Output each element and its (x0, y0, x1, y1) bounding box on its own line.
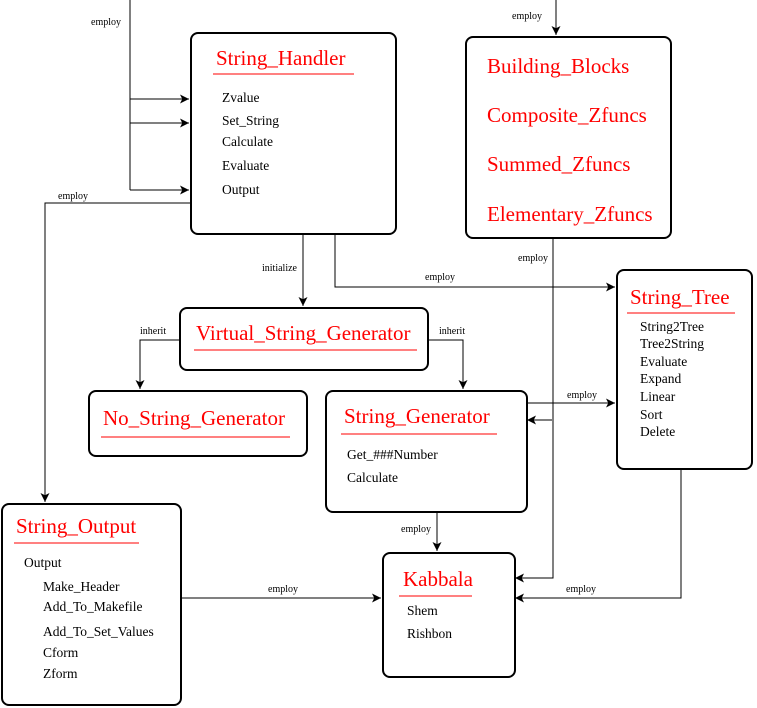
label-employ-tree-kabbala: employ (566, 584, 596, 595)
string-tree-method: Sort (640, 407, 663, 422)
string-tree-title: String_Tree (630, 285, 730, 309)
string-tree-method: String2Tree (640, 319, 704, 334)
string-handler-method: Calculate (222, 134, 273, 149)
edge-employ-output (40, 202, 191, 502)
edge-employ-tree (334, 235, 615, 292)
edge-inherit-left (135, 339, 180, 389)
string-handler-method: Set_String (222, 113, 279, 128)
building-blocks-item: Composite_Zfuncs (487, 103, 647, 127)
string-generator-method: Get_###Number (347, 447, 438, 462)
virtual-string-generator-title: Virtual_String_Generator (196, 321, 411, 345)
label-employ-generator-tree: employ (567, 390, 597, 401)
kabbala-title: Kabbala (403, 567, 474, 591)
box-virtual-string-generator: Virtual_String_Generator (179, 307, 429, 371)
edge-labels: employ employ employ initialize employ i… (58, 11, 597, 595)
label-employ-top-right: employ (512, 11, 542, 22)
string-output-method: Zform (43, 666, 78, 681)
string-output-method: Add_To_Makefile (43, 599, 143, 614)
string-tree-method: Expand (640, 371, 681, 386)
string-output-method: Output (24, 555, 62, 570)
string-generator-title: String_Generator (344, 404, 490, 428)
string-handler-method: Output (222, 182, 260, 197)
label-inherit-left: inherit (140, 326, 166, 337)
kabbala-method: Rishbon (407, 626, 452, 641)
no-string-generator-title: No_String_Generator (103, 406, 285, 430)
string-tree-method: Delete (640, 424, 675, 439)
label-employ-generator-kabbala: employ (401, 524, 431, 535)
box-string-tree: String_Tree String2Tree Tree2String Eval… (616, 269, 753, 470)
string-tree-method: Tree2String (640, 336, 704, 351)
label-inherit-right: inherit (439, 326, 465, 337)
string-tree-method: Evaluate (640, 354, 687, 369)
label-employ-top-left: employ (91, 17, 121, 28)
box-string-handler: String_Handler Zvalue Set_String Calcula… (190, 32, 397, 235)
string-output-method: Make_Header (43, 579, 120, 594)
edge-employ-tree-kabbala (515, 469, 682, 603)
string-generator-method: Calculate (347, 470, 398, 485)
string-handler-title: String_Handler (216, 46, 345, 70)
kabbala-method: Shem (407, 603, 438, 618)
box-string-generator: String_Generator Get_###Number Calculate (325, 390, 528, 513)
box-kabbala: Kabbala Shem Rishbon (382, 552, 516, 678)
label-employ-output: employ (58, 191, 88, 202)
edges (40, 0, 682, 603)
string-handler-method: Zvalue (222, 90, 259, 105)
building-blocks-item: Summed_Zfuncs (487, 152, 630, 176)
string-output-title: String_Output (16, 514, 136, 538)
building-blocks-item: Building_Blocks (487, 54, 629, 78)
string-tree-method: Linear (640, 389, 676, 404)
string-handler-method: Evaluate (222, 158, 269, 173)
label-employ-tree: employ (425, 272, 455, 283)
box-string-output: String_Output Output Make_Header Add_To_… (1, 503, 182, 706)
label-initialize: initialize (262, 263, 298, 274)
edge-inherit-right (428, 339, 468, 389)
building-blocks-item: Elementary_Zfuncs (487, 202, 653, 226)
label-employ-output-kabbala: employ (268, 584, 298, 595)
edge-employ-blocks (515, 238, 554, 583)
label-employ-blocks: employ (518, 253, 548, 264)
string-output-method: Add_To_Set_Values (43, 624, 154, 639)
string-output-method: Cform (43, 645, 79, 660)
box-building-blocks: Building_Blocks Composite_Zfuncs Summed_… (465, 36, 672, 239)
box-no-string-generator: No_String_Generator (88, 390, 308, 457)
